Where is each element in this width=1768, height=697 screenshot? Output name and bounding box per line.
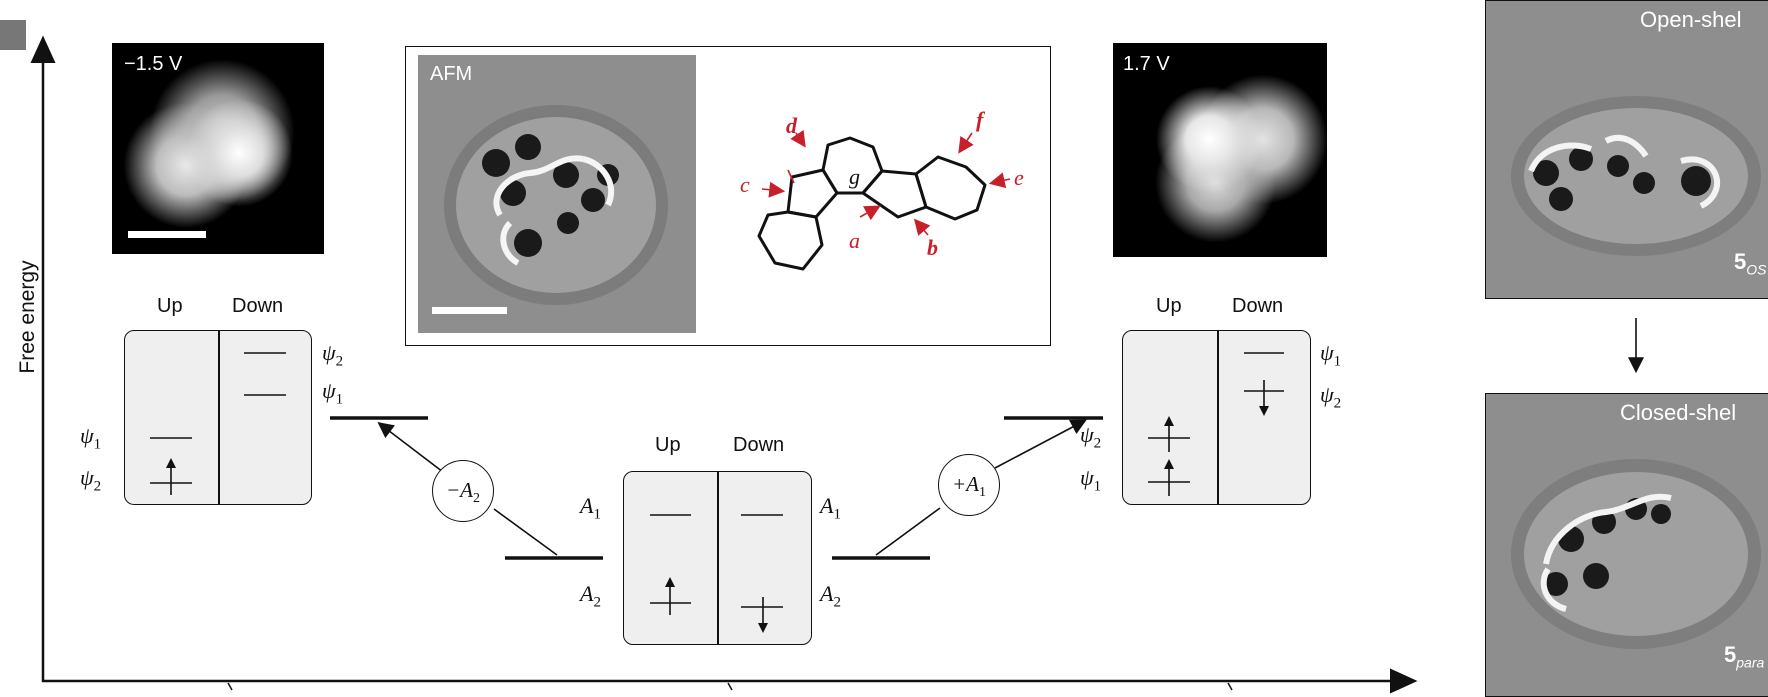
side-image-open-shell: Open-shel 5OS [1485, 0, 1768, 299]
left-box-levels [150, 352, 286, 495]
stm-right-label: 1.7 V [1123, 53, 1170, 75]
right-orbital-box [1122, 330, 1311, 505]
site-label-b: b [927, 235, 938, 260]
site-label-c: c [740, 172, 750, 197]
stm-left-label: −1.5 V [124, 53, 183, 75]
center-orb-label-r2: A2 [820, 581, 841, 611]
right-orb-label-l1: ψ2 [1080, 422, 1102, 452]
left-orb-label-r2: ψ1 [322, 378, 344, 408]
center-orb-label-r1: A1 [820, 493, 841, 523]
left-orb-label-l2: ψ2 [80, 465, 102, 495]
right-box-levels [1148, 352, 1284, 496]
site-label-d: d [786, 113, 797, 138]
center-orb-label-l1: A1 [580, 493, 601, 523]
afm-label: AFM [430, 63, 473, 85]
site-label-g: g [849, 164, 860, 189]
center-orbital-box [623, 471, 812, 645]
left-orbital-box [124, 330, 312, 505]
open-shell-label: Open-shel [1640, 7, 1742, 32]
open-shell-symbol: 5OS [1734, 249, 1767, 278]
side-image-closed-shell: Closed-shel 5para [1485, 393, 1768, 697]
side-top-molecule [1511, 96, 1761, 256]
left-col-down: Down [232, 295, 284, 317]
right-orb-label-r2: ψ2 [1320, 382, 1342, 412]
right-orb-label-r1: ψ1 [1320, 340, 1342, 370]
afm-molecule-render [444, 105, 668, 305]
afm-scale-bar [432, 307, 507, 314]
stm-image-left: −1.5 V [112, 43, 324, 254]
right-orb-label-l2: ψ1 [1080, 465, 1102, 495]
molecular-structure [757, 129, 1011, 271]
right-col-down: Down [1232, 295, 1284, 317]
y-axis-label: Free energy [16, 260, 39, 374]
left-orb-label-r1: ψ2 [322, 340, 344, 370]
panel-marker [0, 20, 26, 50]
center-col-up: Up [655, 434, 681, 456]
center-box-levels [650, 514, 783, 633]
side-bottom-molecule [1511, 459, 1761, 649]
stm-image-right: 1.7 V [1113, 43, 1327, 257]
center-orb-label-l2: A2 [580, 581, 601, 611]
right-col-up: Up [1156, 295, 1182, 317]
transition-minus-a2: −A2 [432, 460, 494, 522]
transition-plus-a1: +A1 [938, 454, 1000, 516]
afm-image: AFM [418, 55, 696, 333]
closed-shell-symbol: 5para [1724, 642, 1765, 671]
scale-bar [128, 231, 206, 238]
center-col-down: Down [733, 434, 785, 456]
closed-shell-label: Closed-shel [1620, 400, 1737, 425]
site-label-e: e [1014, 165, 1024, 190]
site-label-a: a [849, 228, 860, 253]
left-orb-label-l1: ψ1 [80, 423, 102, 453]
left-col-up: Up [157, 295, 183, 317]
site-label-f: f [976, 107, 984, 132]
